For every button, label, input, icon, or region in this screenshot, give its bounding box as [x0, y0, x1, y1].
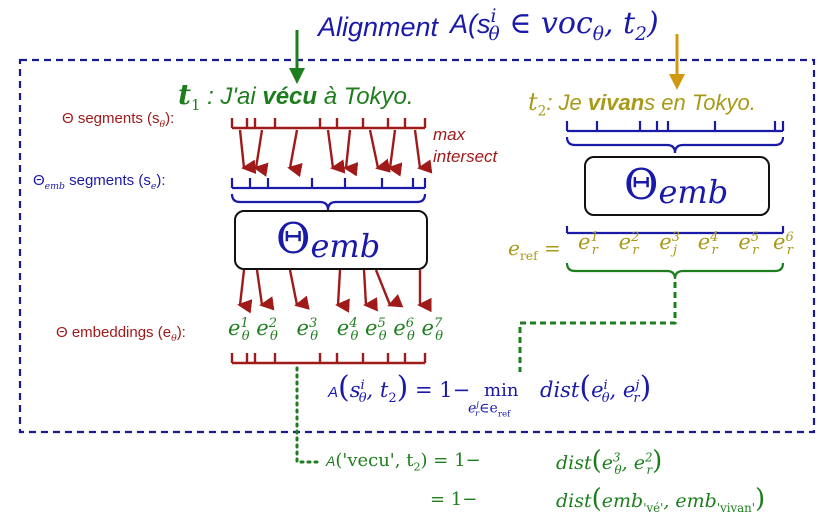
- theta-segments-bracket: [230, 118, 427, 130]
- sentence-t1: t1 : J'ai vécu à Tokyo.: [178, 78, 414, 114]
- max-intersect-arrows: [238, 129, 433, 178]
- min-subscript: ejr∈eref: [468, 400, 511, 420]
- min-operator: min: [484, 380, 519, 401]
- eref-item: e4r: [697, 230, 719, 259]
- eref-item: e1r: [578, 230, 599, 259]
- example-formula: A('vecu', t2) = 1−: [326, 450, 481, 474]
- example-line2-dist: dist(emb'vé', emb'vivan'): [556, 484, 766, 515]
- emb-segments-bracket: [230, 178, 427, 211]
- embedding-arrows: [237, 269, 432, 314]
- theta-embedding: e4θ: [336, 316, 359, 345]
- theta-emb-model-left: Θemb: [234, 210, 428, 270]
- eref-connector: [518, 282, 677, 372]
- theta-embedding: e3θ: [296, 316, 319, 345]
- example-dist: dist(e3θ, e2r): [556, 446, 663, 477]
- eref-item: e2r: [618, 230, 640, 259]
- sentence-t2: t2: Je vivans en Tokyo.: [528, 88, 756, 120]
- theta-segments-label: Θ segments (sθ):: [62, 110, 175, 130]
- right-segments-bracket: [565, 121, 785, 154]
- page-title: Alignment: [318, 12, 439, 42]
- title-formula: A(siθ ∈ vocθ, t2): [450, 6, 659, 45]
- emb-segments-label: Θemb segments (se):: [33, 172, 166, 192]
- eref-label: eref =: [508, 236, 561, 263]
- theta-embedding: e7θ: [421, 316, 444, 345]
- eref-item: e6r: [773, 230, 794, 259]
- eref-bracket: [565, 226, 785, 280]
- eref-item: e3j: [659, 230, 680, 259]
- max-intersect-label: max intersect: [433, 125, 498, 166]
- theta-embeddings: e1θ e2θ e3θ e4θ e5θ e6θ e7θ: [228, 316, 443, 344]
- theta-embedding: e6θ: [393, 316, 415, 345]
- dist-term: dist(eiθ, ejr): [540, 370, 652, 407]
- example-connector: [295, 366, 320, 464]
- theta-emb-model-right: Θemb: [584, 156, 770, 216]
- embeddings-label: Θ embeddings (eθ):: [56, 324, 186, 344]
- theta-embedding: e5θ: [365, 316, 387, 345]
- alignment-region-box: [18, 58, 816, 434]
- example-line2-eq: = 1−: [430, 489, 478, 510]
- eref-items: e1r e2r e3j e4r e5r e6r: [578, 230, 794, 259]
- alignment-formula: A(siθ, t2) = 1−: [328, 370, 471, 407]
- theta-embedding: e1θ: [228, 316, 250, 345]
- theta-embedding: e2θ: [256, 316, 278, 345]
- embeddings-bracket: [230, 353, 427, 365]
- eref-item: e5r: [738, 230, 760, 259]
